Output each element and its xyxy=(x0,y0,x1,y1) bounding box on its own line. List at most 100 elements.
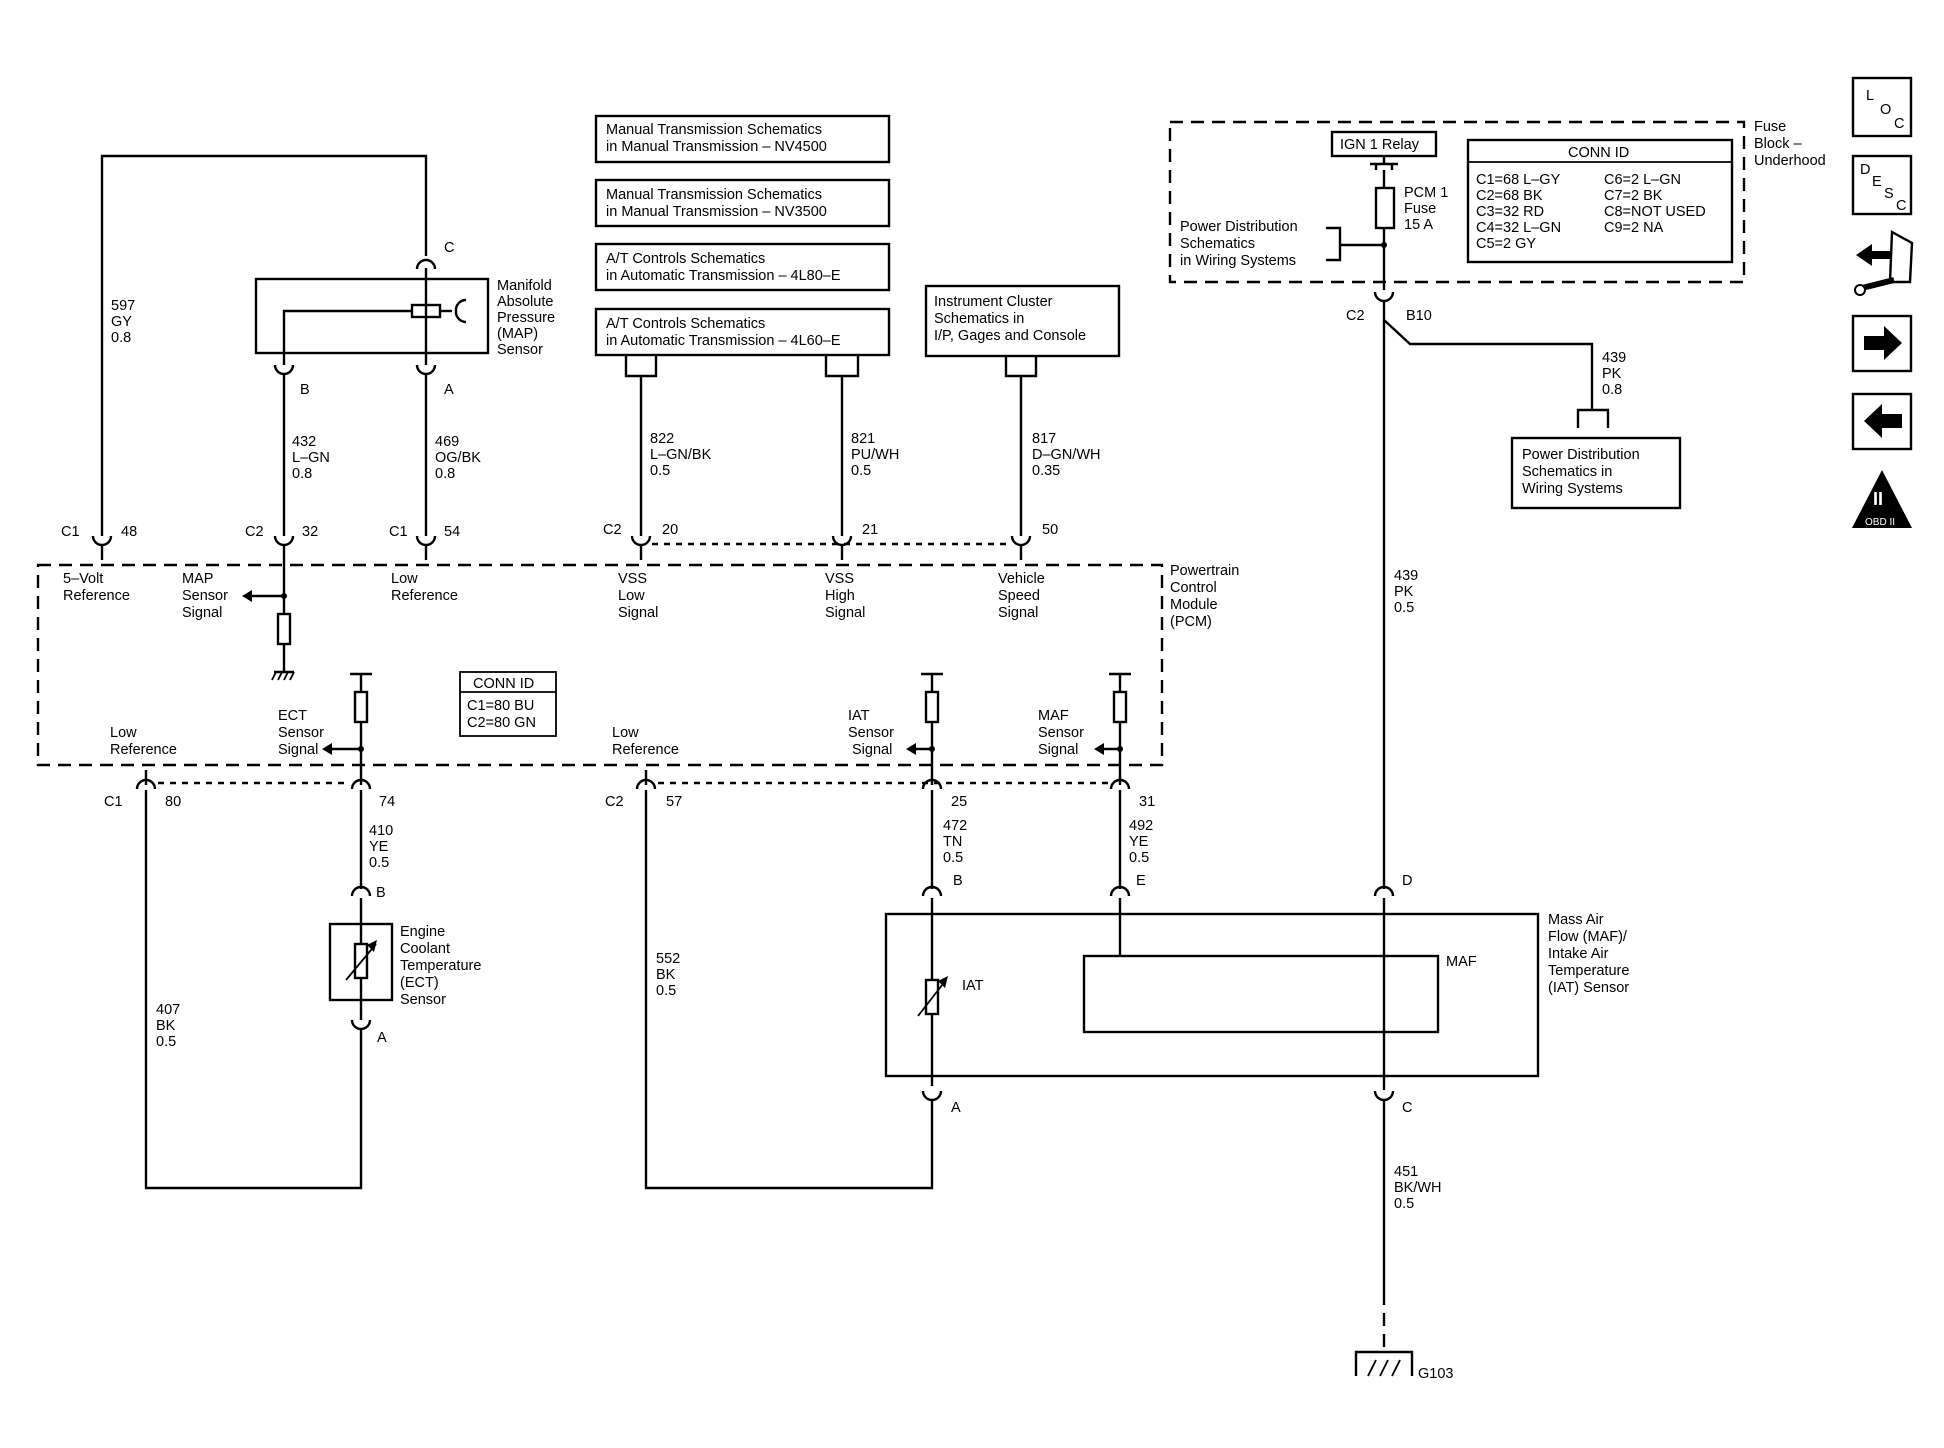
pcm-top-conn-54 xyxy=(415,534,437,547)
svg-text:L–GN: L–GN xyxy=(292,450,330,466)
fuse-block-c2-connector xyxy=(1373,290,1395,303)
pcm-map-signal-circuit xyxy=(242,560,295,681)
svg-text:Schematics in: Schematics in xyxy=(934,311,1024,327)
svg-text:C: C xyxy=(1894,116,1904,132)
svg-text:C1=68 L–GY: C1=68 L–GY xyxy=(1476,172,1561,188)
svg-text:48: 48 xyxy=(121,524,137,540)
ref-manual-nv3500[interactable]: Manual Transmission Schematics in Manual… xyxy=(594,178,891,228)
pcm-signal-low-ref-1: Low Reference xyxy=(110,725,177,758)
wire-472-label: 472 TN 0.5 xyxy=(943,818,967,866)
maf-pin-a-connector xyxy=(921,1089,943,1102)
svg-text:472: 472 xyxy=(943,818,967,834)
ref-manual-nv4500[interactable]: Manual Transmission Schematics in Manual… xyxy=(594,114,891,164)
svg-text:0.8: 0.8 xyxy=(111,330,131,346)
svg-text:C4=32 L–GN: C4=32 L–GN xyxy=(1476,220,1561,236)
wire-439-branch-label: 439 PK 0.8 xyxy=(1602,350,1626,398)
pcm-boundary xyxy=(36,563,1164,767)
ref-at-4l80e[interactable]: A/T Controls Schematics in Automatic Tra… xyxy=(594,242,891,292)
svg-text:32: 32 xyxy=(302,524,318,540)
svg-text:C5=2 GY: C5=2 GY xyxy=(1476,236,1536,252)
maf-iat-sensor-label: Mass Air Flow (MAF)/ Intake Air Temperat… xyxy=(1548,912,1629,996)
ref-instrument-conn xyxy=(1004,356,1038,378)
svg-text:469: 469 xyxy=(435,434,459,450)
wire-597-label: 597 GY 0.8 xyxy=(111,298,135,346)
pcm-signal-low-ref-top: Low Reference xyxy=(391,571,458,604)
wire-451-label: 451 BK/WH 0.5 xyxy=(1394,1164,1442,1212)
svg-text:Manual Transmission Schematics: Manual Transmission Schematics xyxy=(606,187,822,203)
svg-text:Flow (MAF)/: Flow (MAF)/ xyxy=(1548,929,1628,945)
svg-text:Reference: Reference xyxy=(63,588,130,604)
svg-text:O: O xyxy=(1880,102,1891,118)
svg-text:Low: Low xyxy=(618,588,645,604)
obd-ii-icon[interactable]: II OBD II xyxy=(1852,470,1912,528)
map-pin-c-label: C xyxy=(444,240,454,256)
pcm-maf-pullup xyxy=(1094,672,1131,785)
fuse-block-b10-label: B10 xyxy=(1406,308,1432,324)
ref-4l60-conn-b xyxy=(824,356,860,378)
ref-4l60-conn-a xyxy=(624,356,658,378)
svg-text:C2: C2 xyxy=(245,524,264,540)
svg-text:C2: C2 xyxy=(605,794,624,810)
pcm-top-pin-labels: C1 48 C2 32 C1 54 C2 20 21 50 xyxy=(61,522,1058,540)
svg-text:Block –: Block – xyxy=(1754,136,1802,152)
ect-pin-b-label: B xyxy=(376,885,386,901)
svg-text:MAF: MAF xyxy=(1038,708,1069,724)
svg-text:VSS: VSS xyxy=(618,571,647,587)
wire-822-label: 822 L–GN/BK 0.5 xyxy=(650,431,712,479)
svg-text:C1=80 BU: C1=80 BU xyxy=(467,698,534,714)
svg-text:CONN ID: CONN ID xyxy=(473,676,534,692)
svg-text:in Wiring Systems: in Wiring Systems xyxy=(1180,253,1296,269)
svg-text:0.5: 0.5 xyxy=(1129,850,1149,866)
svg-text:20: 20 xyxy=(662,522,678,538)
svg-text:BK: BK xyxy=(656,967,676,983)
pcm-conn-id-table: CONN ID C1=80 BU C2=80 GN xyxy=(459,671,557,737)
fuse-block-boundary xyxy=(1168,120,1746,284)
svg-text:0.5: 0.5 xyxy=(1394,600,1414,616)
wire-597 xyxy=(100,154,428,536)
svg-text:Signal: Signal xyxy=(825,605,865,621)
svg-text:Reference: Reference xyxy=(612,742,679,758)
svg-text:IAT: IAT xyxy=(848,708,870,724)
svg-text:Wiring Systems: Wiring Systems xyxy=(1522,481,1623,497)
ref-power-dist-fuse[interactable]: Power Distribution Schematics in Wiring … xyxy=(1180,219,1384,269)
connector-repair-icon[interactable] xyxy=(1854,230,1914,296)
maf-pin-a-label: A xyxy=(951,1100,961,1116)
svg-text:Engine: Engine xyxy=(400,924,445,940)
maf-pin-c-label: C xyxy=(1402,1100,1412,1116)
pcm-label: Powertrain Control Module (PCM) xyxy=(1170,563,1239,630)
ref-instrument-cluster[interactable]: Instrument Cluster Schematics in I/P, Ga… xyxy=(924,284,1121,358)
map-sensor-label: Manifold Absolute Pressure (MAP) Sensor xyxy=(497,278,555,358)
svg-text:Schematics in: Schematics in xyxy=(1522,464,1612,480)
svg-text:C1: C1 xyxy=(389,524,408,540)
pcm-iat-pullup xyxy=(906,672,943,785)
map-pin-b-connector xyxy=(273,363,295,376)
fuse-block-conn-id-table: CONN ID C1=68 L–GY C2=68 BK C3=32 RD C4=… xyxy=(1466,138,1734,264)
pcm-signal-5v-ref: 5–Volt Reference xyxy=(63,571,130,604)
svg-text:Temperature: Temperature xyxy=(1548,963,1629,979)
svg-text:Schematics: Schematics xyxy=(1180,236,1255,252)
map-sensor-internal xyxy=(282,268,467,365)
svg-text:Sensor: Sensor xyxy=(848,725,894,741)
maf-pin-b-label: B xyxy=(953,873,963,889)
ref-at-4l60e[interactable]: A/T Controls Schematics in Automatic Tra… xyxy=(594,307,891,357)
svg-text:PK: PK xyxy=(1602,366,1622,382)
ref-power-dist-right[interactable]: Power Distribution Schematics in Wiring … xyxy=(1510,436,1682,510)
svg-text:Coolant: Coolant xyxy=(400,941,450,957)
svg-text:PK: PK xyxy=(1394,584,1414,600)
maf-element xyxy=(1082,954,1440,1034)
svg-text:IGN 1 Relay: IGN 1 Relay xyxy=(1340,137,1420,153)
svg-text:Reference: Reference xyxy=(110,742,177,758)
pcm-ect-pullup xyxy=(322,672,372,785)
svg-text:0.5: 0.5 xyxy=(1394,1196,1414,1212)
loc-icon[interactable]: L O C xyxy=(1851,76,1913,138)
desc-icon[interactable]: D E S C xyxy=(1851,154,1913,216)
svg-text:Sensor: Sensor xyxy=(497,342,543,358)
wire-407 xyxy=(144,790,363,1190)
svg-text:31: 31 xyxy=(1139,794,1155,810)
next-page-icon[interactable] xyxy=(1851,314,1913,373)
previous-page-icon[interactable] xyxy=(1851,392,1913,451)
svg-text:PU/WH: PU/WH xyxy=(851,447,899,463)
svg-text:C2=80 GN: C2=80 GN xyxy=(467,715,536,731)
pcm-signal-low-ref-2: Low Reference xyxy=(612,725,679,758)
svg-text:0.5: 0.5 xyxy=(851,463,871,479)
